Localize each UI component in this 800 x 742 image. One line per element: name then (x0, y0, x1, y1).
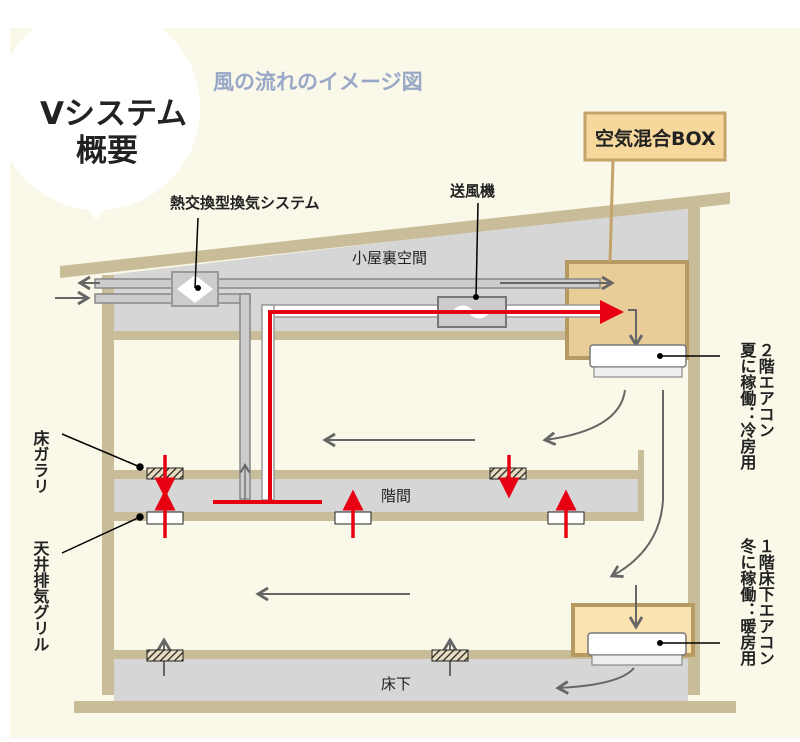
inner-wall (638, 450, 644, 521)
ac-1f (571, 603, 695, 666)
floor-gallery-grille (146, 649, 184, 662)
ceiling-grille-label: 天井排気グリル (30, 540, 50, 652)
red-airflow-arrows (154, 455, 577, 538)
mixing-box-label: 空気混合BOX (595, 128, 716, 150)
diagram-subtitle: 風の流れのイメージ図 (213, 70, 423, 94)
bubble-title-line1: Vシステム (40, 96, 188, 132)
heat-exchange-label: 熱交換型換気システム (170, 194, 320, 212)
box-to-ac-arrow (628, 309, 644, 348)
floor-gallery-label: 床ガラリ (30, 430, 50, 494)
supply-duct-red (268, 300, 624, 502)
between-floors-label: 階間 (381, 487, 412, 505)
leader-lines (61, 202, 479, 554)
underfloor-label: 床下 (381, 675, 412, 693)
ac-2f-label-line1: ２階エアコン (755, 342, 775, 438)
blower-label: 送風機 (450, 182, 496, 200)
heat-exchanger-core-icon (177, 275, 213, 303)
mixing-box-label-box (583, 111, 727, 162)
underfloor-space (114, 659, 688, 701)
ac-2f (589, 344, 687, 378)
ac-1f-label-line1: １階床下エアコン (755, 538, 775, 666)
ac-2f-label: ２階エアコン 夏に稼働：冷房用 (737, 342, 774, 470)
attic-space (108, 205, 700, 335)
left-wall (102, 275, 114, 695)
floor-2 (114, 470, 642, 479)
right-wall (688, 205, 700, 695)
floor-1 (114, 650, 694, 659)
mixing-box-leader (608, 159, 615, 263)
roof (60, 192, 730, 278)
ac-2f-label-line2: 夏に稼働：冷房用 (737, 342, 757, 470)
ac-1f-label-line2: 冬に稼働：暖房用 (737, 538, 757, 666)
ceiling-1 (114, 512, 642, 521)
between-floors-space (114, 479, 642, 512)
foundation (74, 701, 736, 713)
bubble-title-line2: 概要 (76, 133, 138, 169)
speech-bubble (0, 6, 200, 220)
floor-gallery-grille (431, 649, 469, 662)
ac-1f-label: １階床下エアコン 冬に稼働：暖房用 (737, 538, 774, 666)
attic-floor (102, 331, 700, 340)
attic-label: 小屋裏空間 (352, 249, 428, 267)
